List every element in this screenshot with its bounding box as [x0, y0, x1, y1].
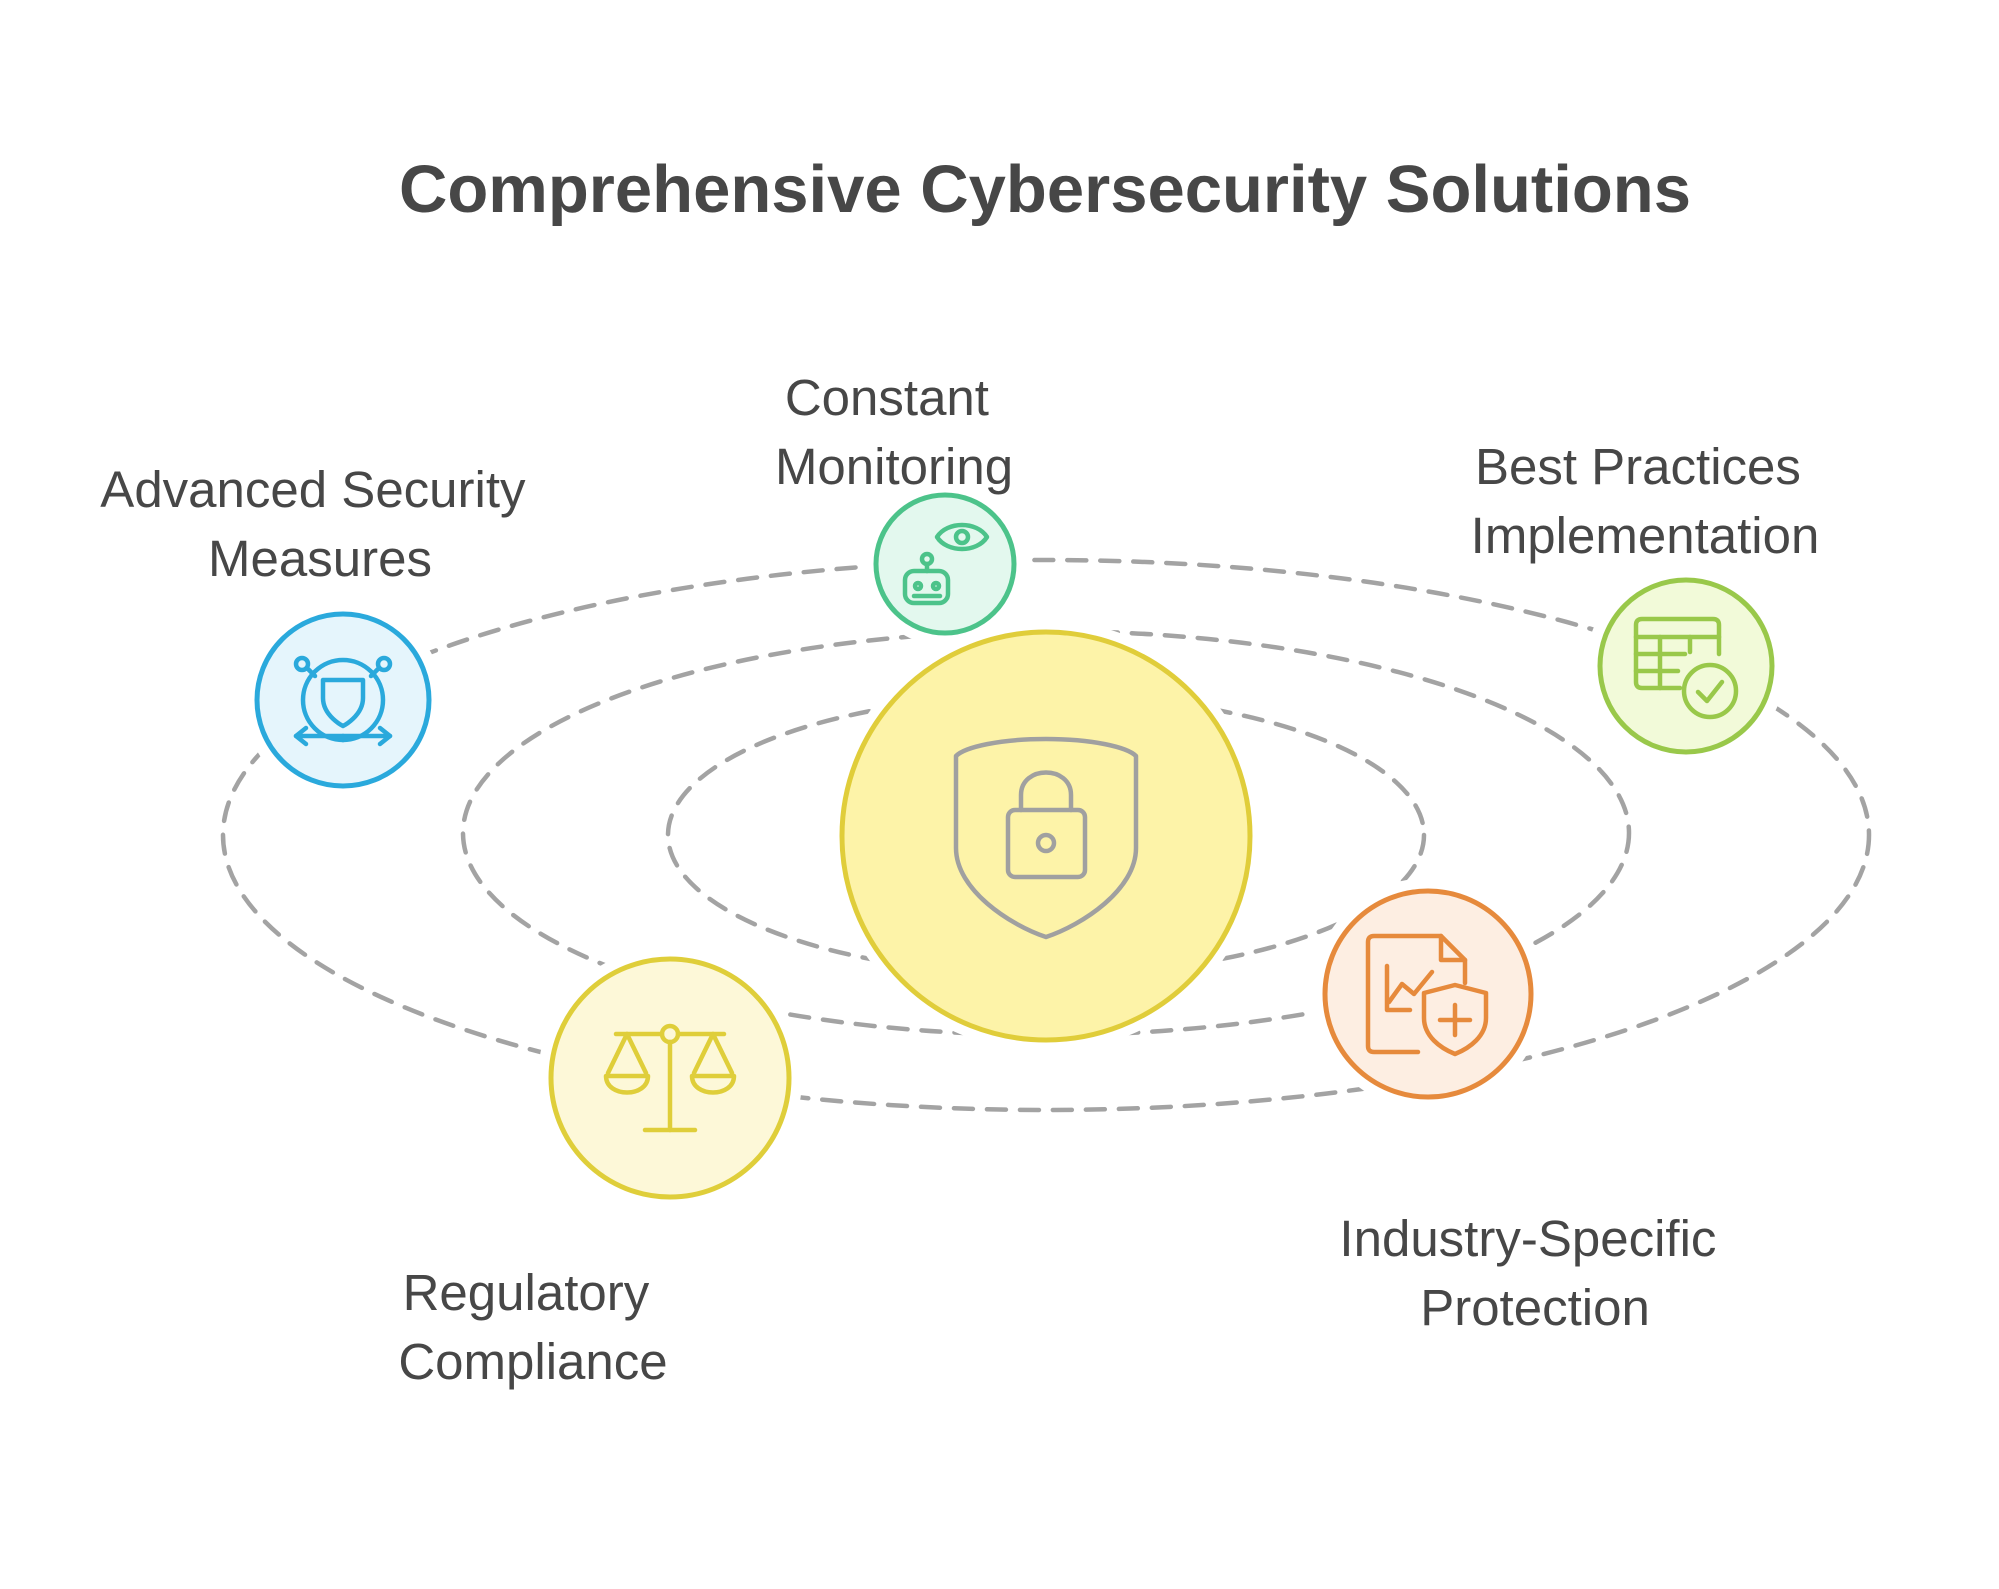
- robot-eye-icon: [902, 522, 990, 606]
- node-label: Best Practices Implementation: [1471, 438, 1820, 564]
- report-shield-icon: [1365, 933, 1489, 1057]
- balance-scale-icon: [603, 1023, 737, 1133]
- node-label: Industry-Specific Protection: [1339, 1210, 1730, 1336]
- node-industry-specific: Industry-Specific Protection: [1312, 878, 1730, 1336]
- network-shield-icon: [293, 655, 393, 747]
- node-label: Advanced Security Measures: [100, 461, 539, 587]
- node-circle: [873, 492, 1017, 636]
- node-circle: [1597, 577, 1775, 755]
- node-regulatory-compliance: Regulatory Compliance: [398, 946, 802, 1390]
- center-node: [830, 620, 1262, 1052]
- node-best-practices: Best Practices Implementation: [1471, 438, 1820, 766]
- node-label: Regulatory Compliance: [398, 1264, 667, 1390]
- node-circle: [254, 611, 432, 789]
- node-label: Constant Monitoring: [775, 369, 1013, 495]
- node-advanced-security: Advanced Security Measures: [100, 461, 539, 800]
- table-check-icon: [1633, 616, 1739, 720]
- node-constant-monitoring: Constant Monitoring: [775, 369, 1027, 646]
- diagram-title: Comprehensive Cybersecurity Solutions: [399, 152, 1691, 227]
- orbit-outer: [220, 557, 1872, 1113]
- shield-lock-icon: [953, 736, 1139, 940]
